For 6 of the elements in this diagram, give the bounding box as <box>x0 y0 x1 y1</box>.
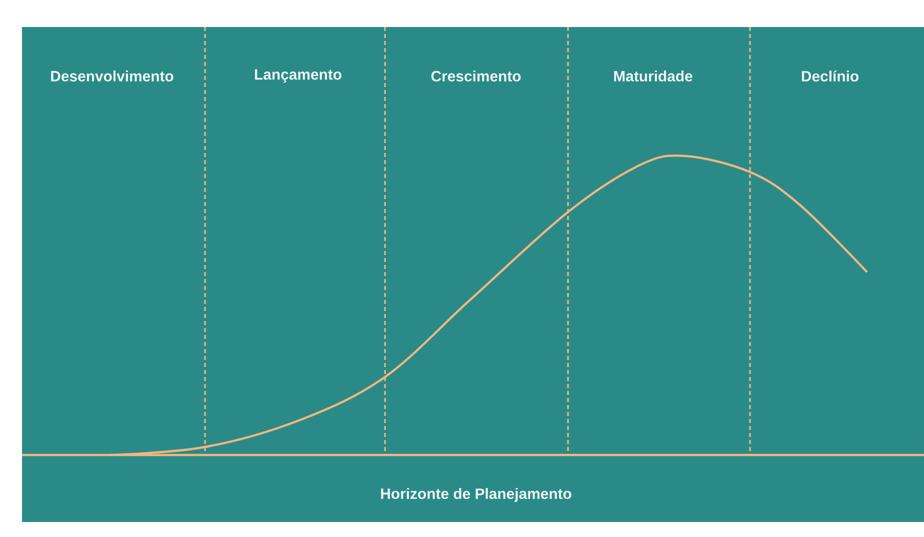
phase-label: Maturidade <box>614 70 692 82</box>
phase-label: Declínio <box>802 70 858 82</box>
axis-label: Horizonte de Planejamento <box>381 488 572 502</box>
phase-label: Desenvolvimento <box>51 70 174 82</box>
phase-label: Crescimento <box>431 70 521 82</box>
phase-label: Lançamento <box>255 69 342 83</box>
